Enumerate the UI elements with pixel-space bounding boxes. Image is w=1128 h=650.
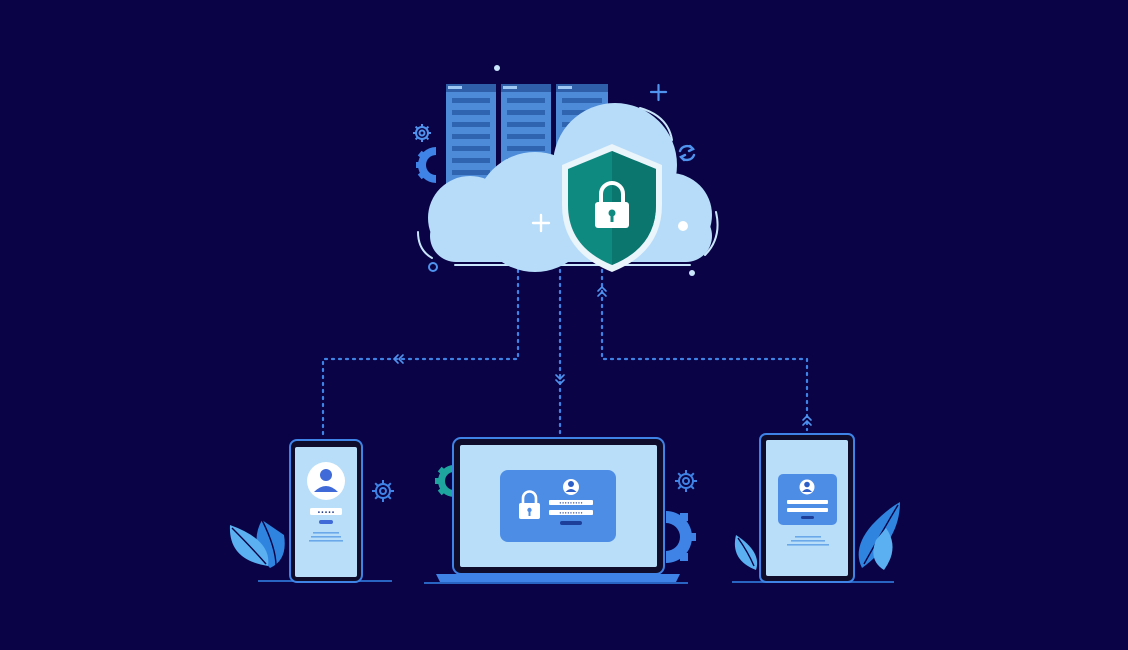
login-button	[560, 521, 582, 525]
connector-left	[321, 268, 520, 440]
password-mask: •••••	[317, 510, 335, 517]
login-panel	[778, 474, 837, 525]
leaf-icon	[229, 519, 285, 568]
gear-icon	[416, 147, 436, 183]
cloud-storage	[413, 65, 719, 276]
network-connectors	[321, 268, 809, 440]
sync-icon	[678, 144, 696, 162]
decor-dot	[689, 270, 695, 276]
tablet-device	[732, 433, 900, 583]
gear-icon	[666, 511, 696, 563]
text-lines	[787, 536, 829, 546]
connector-right	[600, 268, 809, 432]
user-avatar-icon	[563, 479, 579, 495]
ground-line	[424, 582, 688, 584]
phone-device: •••••	[229, 439, 394, 583]
password-field	[787, 508, 828, 512]
gear-icon	[413, 124, 431, 142]
username-field	[787, 500, 828, 504]
decor-dot	[494, 65, 500, 71]
gear-icon	[675, 470, 697, 492]
login-panel	[500, 470, 616, 542]
padlock-icon	[519, 490, 540, 519]
chevron-double-icon	[392, 285, 812, 426]
plus-icon	[531, 213, 551, 233]
laptop-device: ••••••••• •••••••••	[424, 437, 697, 584]
login-button	[801, 516, 814, 519]
gear-icon	[372, 480, 394, 502]
password-field	[549, 510, 593, 515]
cloud-dot	[678, 221, 688, 231]
decor-ring	[428, 262, 438, 272]
plus-icon	[649, 83, 668, 102]
laptop-base	[436, 574, 680, 582]
text-lines	[309, 532, 343, 542]
password-mask: •••••••••	[559, 512, 583, 517]
shield-lock-icon	[562, 144, 662, 272]
user-avatar-icon	[307, 462, 345, 500]
gear-icon	[435, 465, 454, 497]
username-field	[549, 500, 593, 505]
login-button	[319, 520, 333, 524]
password-field	[310, 508, 342, 515]
leaf-icon	[734, 502, 900, 570]
username-mask: •••••••••	[559, 502, 583, 507]
user-avatar-icon	[799, 479, 815, 495]
cloud-outline	[417, 107, 719, 266]
